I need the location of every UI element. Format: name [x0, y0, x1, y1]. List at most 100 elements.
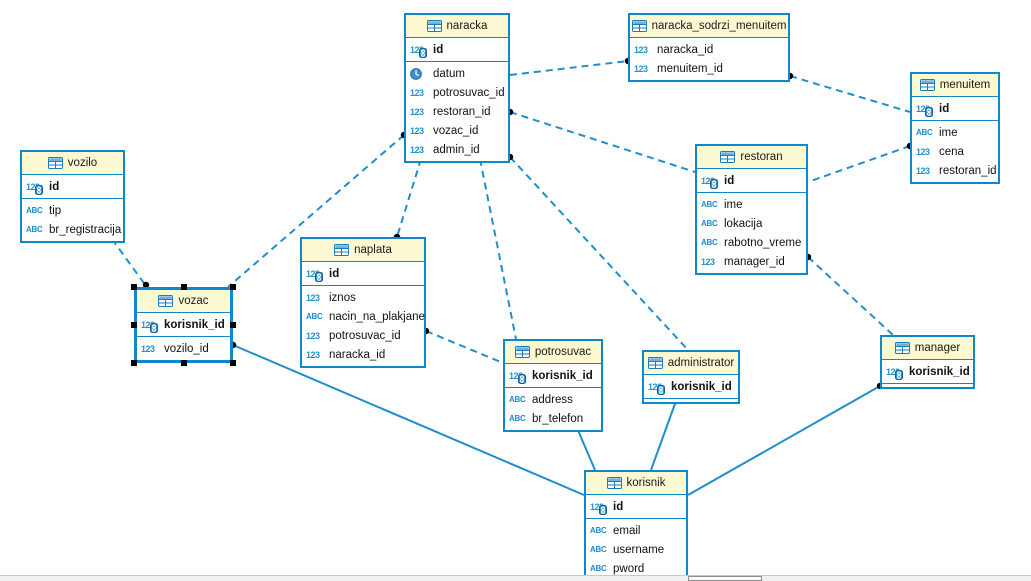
table-header[interactable]: naracka_sodrzi_menuitem — [630, 15, 788, 38]
text-type-icon: ABC — [509, 394, 526, 404]
table-header[interactable]: naplata — [302, 239, 424, 262]
table-header[interactable]: vozilo — [22, 152, 123, 175]
table-icon — [631, 20, 647, 32]
relation-potrosuvac-korisnik[interactable] — [576, 427, 596, 471]
text-type-icon: ABC — [701, 199, 718, 209]
table-header[interactable]: menuitem — [912, 74, 998, 97]
table-header[interactable]: restoran — [697, 146, 806, 169]
selection-handle[interactable] — [230, 322, 236, 328]
table-header[interactable]: manager — [882, 337, 973, 360]
table-name: menuitem — [939, 79, 991, 91]
relation-menuitem-restoran[interactable] — [807, 145, 911, 183]
relation-vozilo-vozac[interactable] — [111, 238, 147, 287]
relation-naplata-potrosuvac[interactable] — [425, 330, 504, 364]
table-header[interactable]: administrator — [644, 352, 738, 375]
selection-handle[interactable] — [230, 360, 236, 366]
selection-handle[interactable] — [230, 284, 236, 290]
relation-naracka-naracka_sodrzi_menuitem[interactable] — [509, 60, 629, 76]
table-header[interactable]: potrosuvac — [505, 341, 601, 364]
relation-naracka-vozac[interactable] — [227, 134, 405, 288]
relation-naracka-potrosuvac[interactable] — [479, 158, 517, 340]
table-name: manager — [914, 342, 961, 354]
relation-manager-korisnik[interactable] — [687, 385, 881, 496]
table-header[interactable]: vozac — [137, 290, 230, 313]
table-header[interactable]: naracka — [406, 15, 508, 38]
selection-handle[interactable] — [180, 360, 187, 366]
selection-handle[interactable] — [131, 322, 137, 328]
horizontal-scrollbar-thumb[interactable] — [688, 576, 762, 581]
relation-restoran-manager[interactable] — [807, 256, 894, 336]
relation-naracka_sodrzi_menuitem-menuitem[interactable] — [789, 75, 911, 113]
column-row[interactable]: datum — [406, 64, 508, 83]
table-name: potrosuvac — [534, 346, 592, 358]
selection-handle[interactable] — [180, 284, 187, 290]
relation-naracka-naplata[interactable] — [396, 158, 422, 238]
primary-key-icon — [315, 271, 323, 282]
relation-administrator-korisnik[interactable] — [650, 400, 677, 471]
relation-vozac-korisnik[interactable] — [232, 344, 585, 496]
relation-naracka-restoran[interactable] — [509, 111, 696, 173]
text-type-icon: ABC — [916, 127, 933, 137]
numeric-type-icon: 123 — [410, 106, 424, 117]
column-name: korisnik_id — [909, 365, 970, 378]
relation-naracka-administrator[interactable] — [509, 156, 689, 351]
numeric-type-icon: 123 — [701, 175, 715, 186]
horizontal-scrollbar[interactable] — [0, 575, 1031, 581]
primary-key-icon — [925, 106, 933, 117]
table-icon — [158, 295, 174, 307]
column-name: id — [329, 267, 340, 280]
table-icon — [514, 346, 530, 358]
table-header[interactable]: korisnik — [586, 472, 686, 495]
selection-handle[interactable] — [131, 284, 137, 290]
selection-handle[interactable] — [131, 360, 137, 366]
